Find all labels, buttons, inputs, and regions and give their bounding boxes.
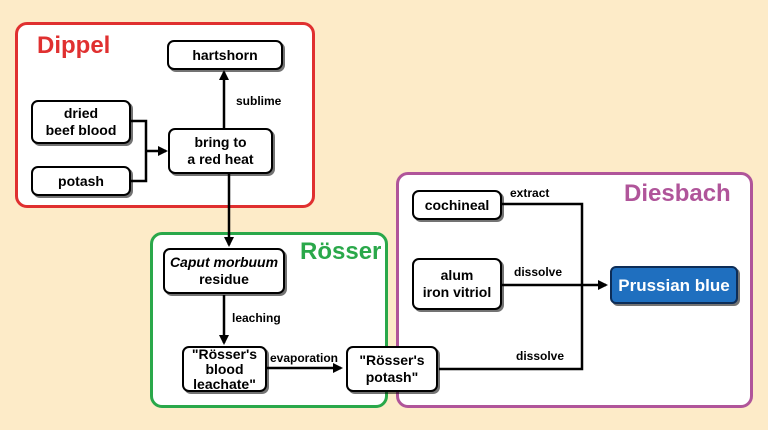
blood-leachate-line1: "Rösser's [191,345,258,362]
dissolve-potash-label: dissolve [516,349,565,363]
dried-beef-blood-line1: dried [63,105,99,121]
arrow-dissolve-potash [439,285,584,371]
dippel-title: Dippel [37,32,111,59]
alum-line2: iron vitriol [422,284,492,300]
caput-morbuum-line1: Caput morbuum [169,254,279,270]
dissolve-alum-label: dissolve [514,265,563,279]
cochineal-node: cochineal [412,190,502,220]
rosser-title: Rösser [300,238,382,265]
blood-leachate-line3: leachate" [193,375,256,392]
evaporation-label: evaporation [270,351,339,365]
arrow-blood-merge [131,119,148,151]
red-heat-line2: a red heat [187,151,254,167]
blood-leachate-line2: blood [205,360,244,377]
dried-beef-blood-node: dried beef blood [31,100,131,144]
potash-label: potash [58,172,104,189]
alum-iron-vitriol-node: alum iron vitriol [412,258,502,310]
diesbach-title: Diesbach [624,180,731,207]
leaching-label: leaching [232,311,281,325]
rosser-potash-line1: "Rösser's [359,352,425,368]
arrow-extract [502,202,584,285]
red-heat-line1: bring to [194,134,247,150]
rosser-potash-line2: potash" [365,369,419,385]
cochineal-label: cochineal [424,196,490,213]
extract-label: extract [510,186,550,200]
caput-morbuum-node: Caput morbuum residue [163,248,285,294]
arrow-potash-merge [131,151,148,183]
hartshorn-node: hartshorn [167,40,283,70]
blood-leachate-node: "Rösser's blood leachate" [182,346,267,392]
red-heat-node: bring to a red heat [168,128,273,174]
sublime-label: sublime [236,94,282,108]
alum-line1: alum [440,267,474,283]
prussian-blue-label: Prussian blue [618,275,730,295]
rosser-potash-node: "Rösser's potash" [346,346,438,392]
dried-beef-blood-line2: beef blood [45,122,117,138]
prussian-blue-node: Prussian blue [610,266,738,304]
caput-morbuum-line2: residue [199,271,249,287]
potash-node: potash [31,166,131,196]
hartshorn-label: hartshorn [192,46,258,63]
